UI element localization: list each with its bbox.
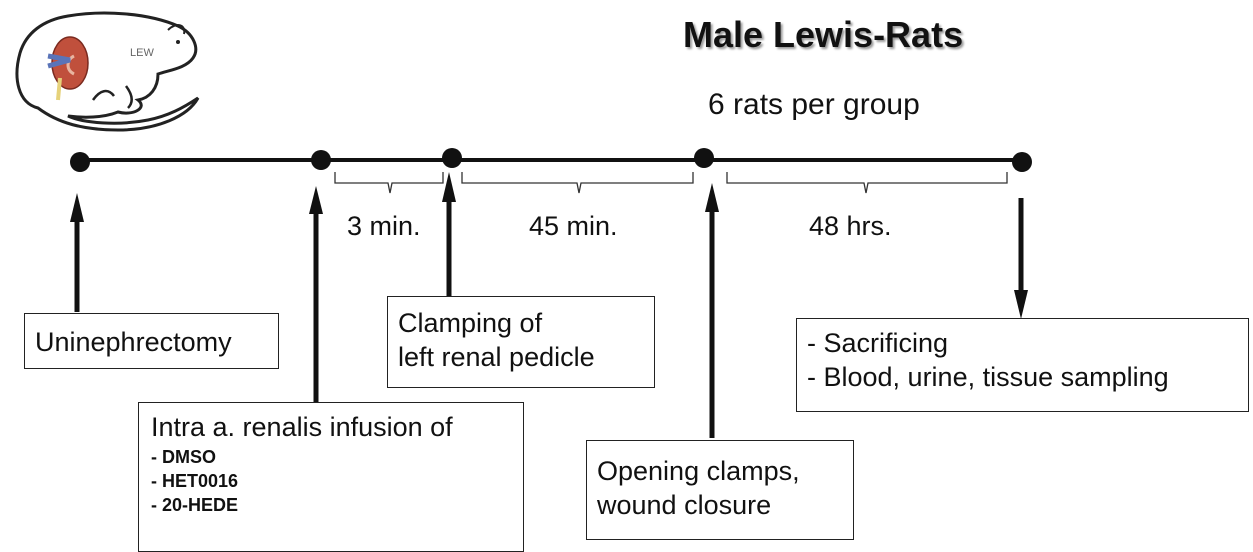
sacrifice-box: - Sacrificing - Blood, urine, tissue sam… — [796, 318, 1249, 412]
brace-48hrs — [727, 172, 1007, 193]
uninephrectomy-box: Uninephrectomy — [24, 313, 279, 369]
infusion-item-20hede: - 20-HEDE — [151, 493, 523, 517]
infusion-item-dmso: - DMSO — [151, 445, 523, 469]
timeline-point-1 — [70, 152, 90, 172]
timeline-point-5 — [1012, 152, 1032, 172]
brace-3min — [335, 172, 443, 193]
arrow-opening — [705, 183, 719, 212]
duration-3min: 3 min. — [347, 211, 421, 242]
infusion-heading: Intra a. renalis infusion of — [151, 411, 523, 445]
arrow-clamping — [442, 172, 456, 202]
timeline-point-3 — [442, 148, 462, 168]
sacrifice-line-2: - Blood, urine, tissue sampling — [807, 361, 1248, 395]
clamping-box: Clamping of left renal pedicle — [387, 296, 655, 388]
arrow-uninephrectomy — [70, 193, 84, 222]
infusion-box: Intra a. renalis infusion of - DMSO - HE… — [138, 402, 524, 552]
duration-45min: 45 min. — [529, 211, 618, 242]
sacrifice-line-1: - Sacrificing — [807, 327, 1248, 361]
timeline-point-2 — [311, 150, 331, 170]
uninephrectomy-label: Uninephrectomy — [35, 326, 278, 360]
timeline-point-4 — [694, 148, 714, 168]
arrow-infusion — [309, 186, 323, 214]
infusion-item-het0016: - HET0016 — [151, 469, 523, 493]
opening-box: Opening clamps, wound closure — [586, 440, 854, 540]
clamping-line-1: Clamping of — [398, 307, 654, 341]
clamping-line-2: left renal pedicle — [398, 341, 654, 375]
opening-line-2: wound closure — [597, 489, 853, 523]
duration-48hrs: 48 hrs. — [809, 211, 892, 242]
arrow-sacrifice — [1014, 290, 1028, 319]
opening-line-1: Opening clamps, — [597, 455, 853, 489]
brace-45min — [462, 172, 693, 193]
